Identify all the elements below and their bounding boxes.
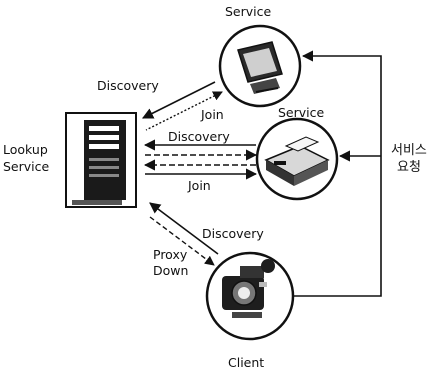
service-request-bus	[293, 50, 382, 297]
discovery-arrow-client	[149, 202, 219, 255]
client-node: Client	[205, 251, 295, 370]
proxy-down-label-line2: Down	[153, 263, 188, 278]
lookup-service-label-line2: Service	[3, 159, 50, 174]
proxy-down-arrow	[149, 216, 215, 266]
client-label: Client	[228, 355, 264, 370]
proxy-down-label-line1: Proxy	[153, 247, 188, 262]
service-mid-label: Service	[278, 105, 325, 120]
service-request-label-line2: 요청	[397, 160, 421, 175]
service-request-label-line1: 서비스	[391, 143, 427, 158]
service-top-label: Service	[225, 4, 272, 19]
discovery-mid-label: Discovery	[168, 129, 230, 144]
service-mid-node: Service	[255, 105, 339, 201]
computer-monitor-icon	[237, 41, 283, 94]
join-top-label: Join	[200, 107, 224, 122]
printer-icon	[264, 136, 330, 186]
discovery-arrow-top	[141, 81, 216, 119]
camera-icon	[222, 259, 275, 318]
lookup-service-label-line1: Lookup	[3, 142, 48, 157]
server-tower-icon	[65, 112, 137, 208]
join-mid-label: Join	[187, 178, 211, 193]
service-top-node: Service	[218, 4, 302, 108]
discovery-client-label: Discovery	[202, 226, 264, 241]
request-label-bg	[386, 140, 434, 176]
lookup-service-node: Lookup Service	[3, 112, 137, 208]
discovery-top-label: Discovery	[97, 78, 159, 93]
